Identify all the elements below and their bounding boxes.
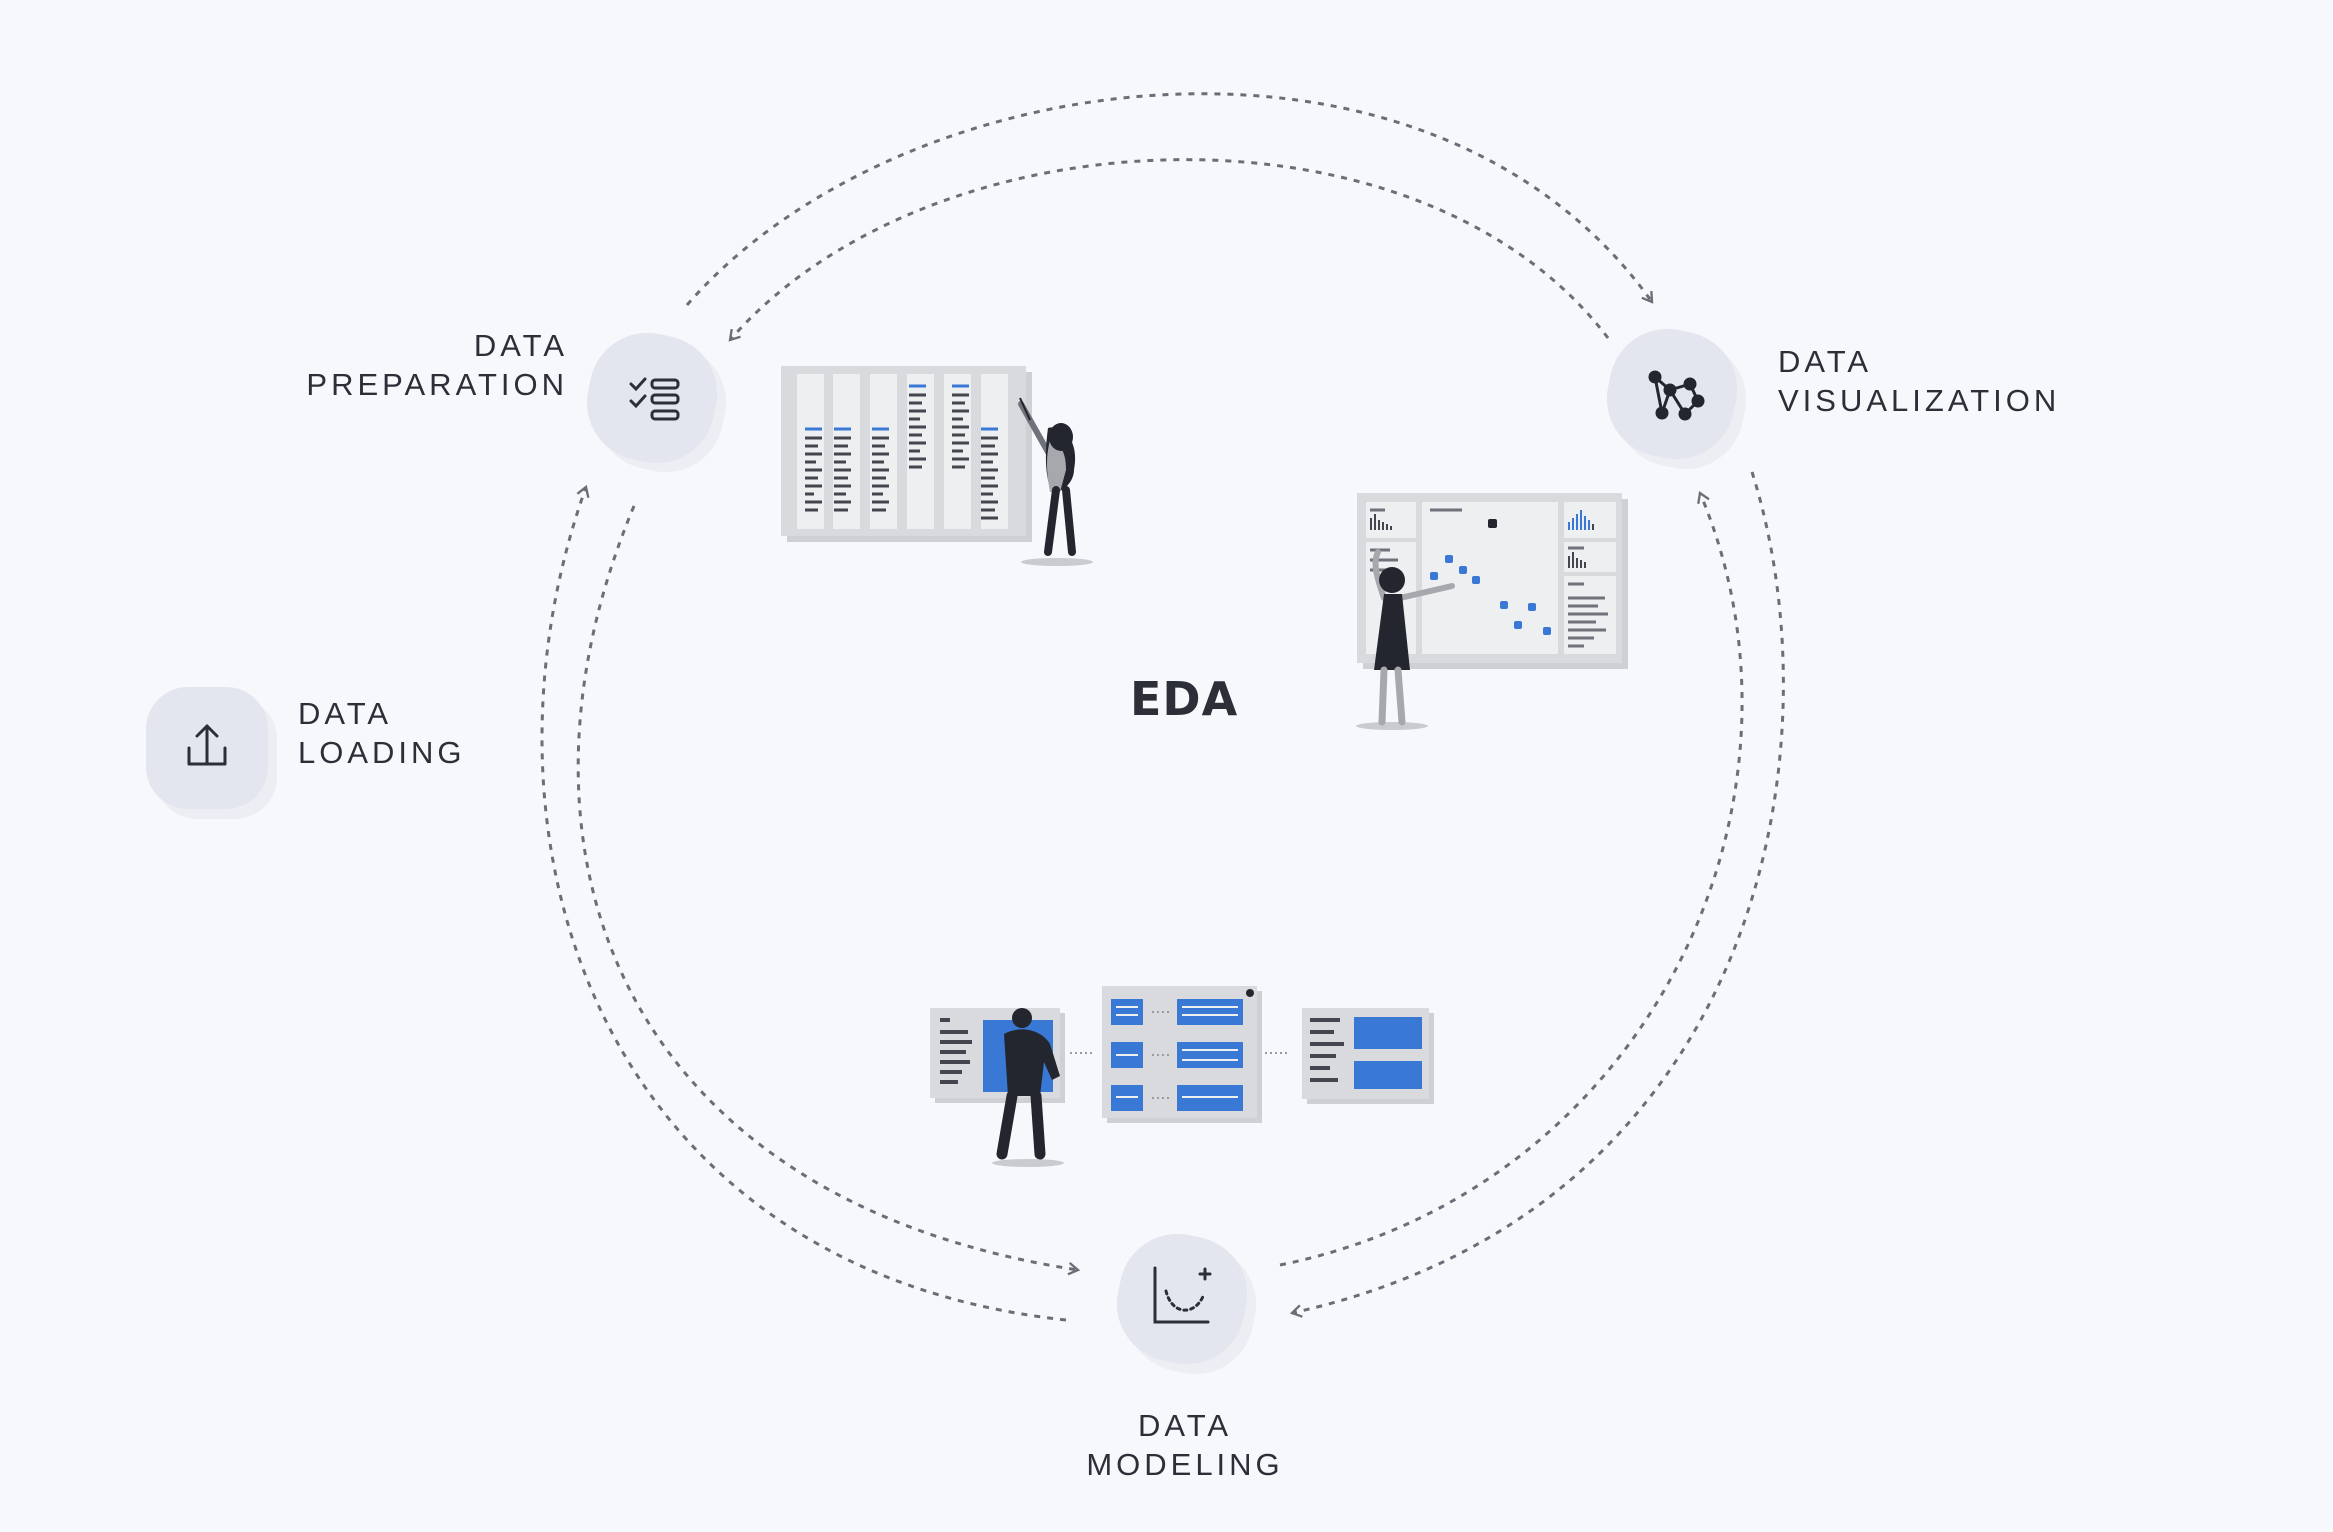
label-line: MODELING bbox=[1086, 1447, 1284, 1482]
mini-histograms bbox=[1370, 510, 1594, 568]
presenter-man bbox=[992, 1008, 1064, 1167]
node-data-modeling[interactable] bbox=[1106, 1223, 1267, 1385]
label-line: DATA bbox=[1778, 344, 1873, 379]
label-data-modeling: DATA MODELING bbox=[1040, 1406, 1330, 1484]
node-data-visualization[interactable] bbox=[1596, 318, 1757, 480]
label-line: DATA bbox=[1137, 1408, 1233, 1443]
illustration-visualization bbox=[1356, 493, 1628, 730]
label-data-loading: DATA LOADING bbox=[298, 694, 466, 772]
mini-text-lines bbox=[1370, 508, 1608, 648]
illustration-modeling bbox=[930, 986, 1434, 1167]
label-line: LOADING bbox=[298, 735, 466, 770]
column-bars bbox=[805, 384, 998, 520]
arrow-preparation-to-modeling bbox=[576, 505, 1081, 1276]
cycle-arrows bbox=[540, 92, 1785, 1322]
label-line: DATA bbox=[298, 696, 393, 731]
label-line: DATA bbox=[473, 328, 568, 363]
checklist-icon bbox=[629, 377, 680, 421]
arrow-preparation-to-visualization bbox=[685, 92, 1654, 306]
scatter-points bbox=[1430, 519, 1551, 635]
presenter-woman-2 bbox=[1356, 549, 1455, 730]
label-line: PREPARATION bbox=[306, 367, 568, 402]
label-line: VISUALIZATION bbox=[1778, 383, 2061, 418]
upload-icon bbox=[187, 724, 227, 766]
center-title: EDA bbox=[1130, 672, 1239, 726]
arrow-modeling-to-visualization bbox=[1279, 490, 1744, 1267]
network-graph-icon bbox=[1648, 370, 1705, 421]
node-data-preparation[interactable] bbox=[576, 322, 737, 483]
presenter-woman bbox=[1018, 397, 1093, 566]
node-data-loading[interactable] bbox=[146, 687, 277, 819]
label-data-preparation: DATA PREPARATION bbox=[300, 326, 568, 404]
arrow-visualization-to-modeling bbox=[1289, 471, 1785, 1318]
illustration-preparation bbox=[781, 366, 1093, 566]
label-data-visualization: DATA VISUALIZATION bbox=[1778, 342, 2060, 420]
curve-fit-icon bbox=[1153, 1266, 1212, 1324]
arrow-visualization-to-preparation bbox=[728, 158, 1610, 342]
arrow-modeling-to-preparation bbox=[540, 484, 1067, 1322]
